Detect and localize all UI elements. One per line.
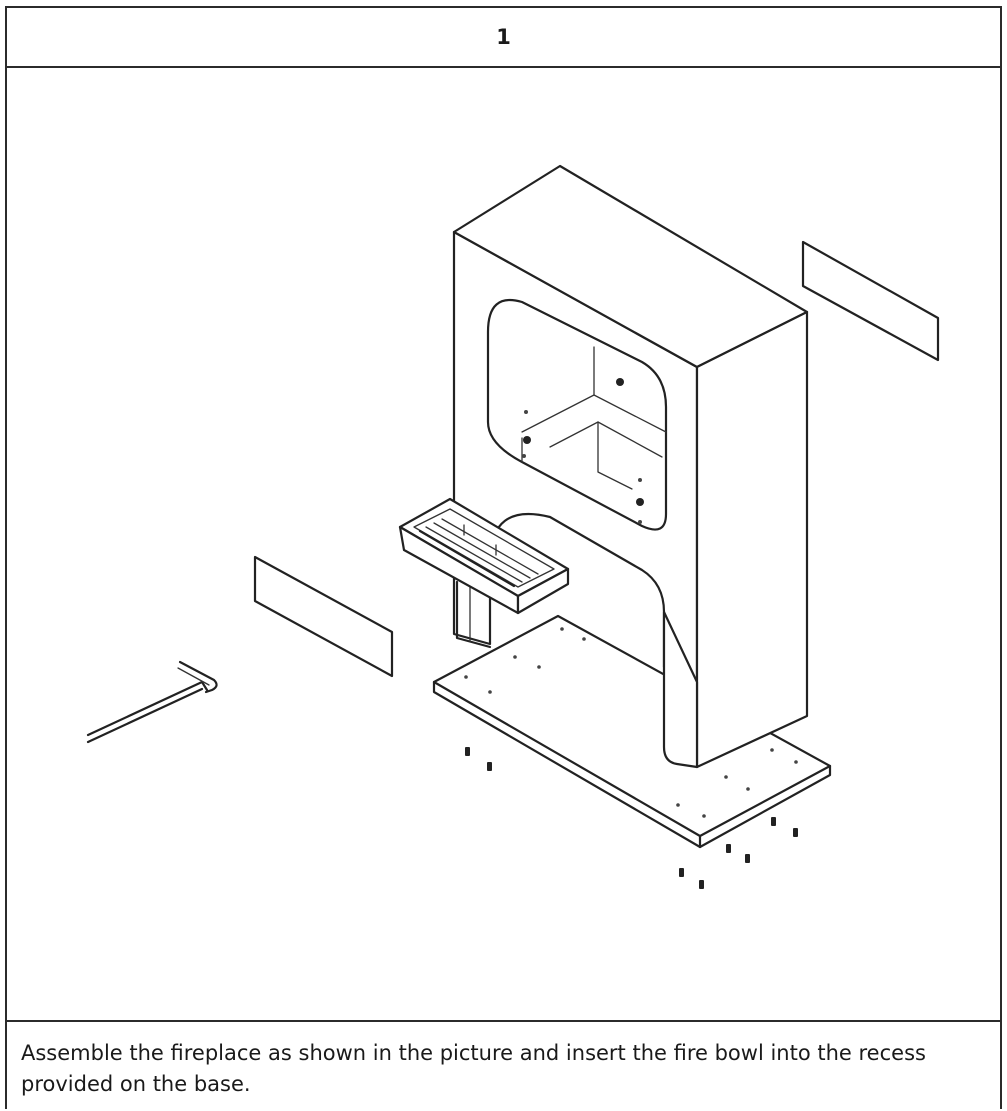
- fireplace-body: [452, 164, 809, 769]
- fire-bowl: [398, 497, 570, 615]
- side-panel-right: [801, 240, 940, 362]
- step-instruction: Assemble the fireplace as shown in the p…: [7, 1020, 1000, 1111]
- base-plate: [432, 614, 832, 849]
- allen-key: [86, 660, 218, 744]
- step-panel: 1: [5, 6, 1002, 1109]
- assembly-illustration: [7, 68, 1000, 1020]
- step-number: 1: [7, 8, 1000, 68]
- screws: [465, 747, 798, 889]
- side-panel-left: [253, 555, 394, 678]
